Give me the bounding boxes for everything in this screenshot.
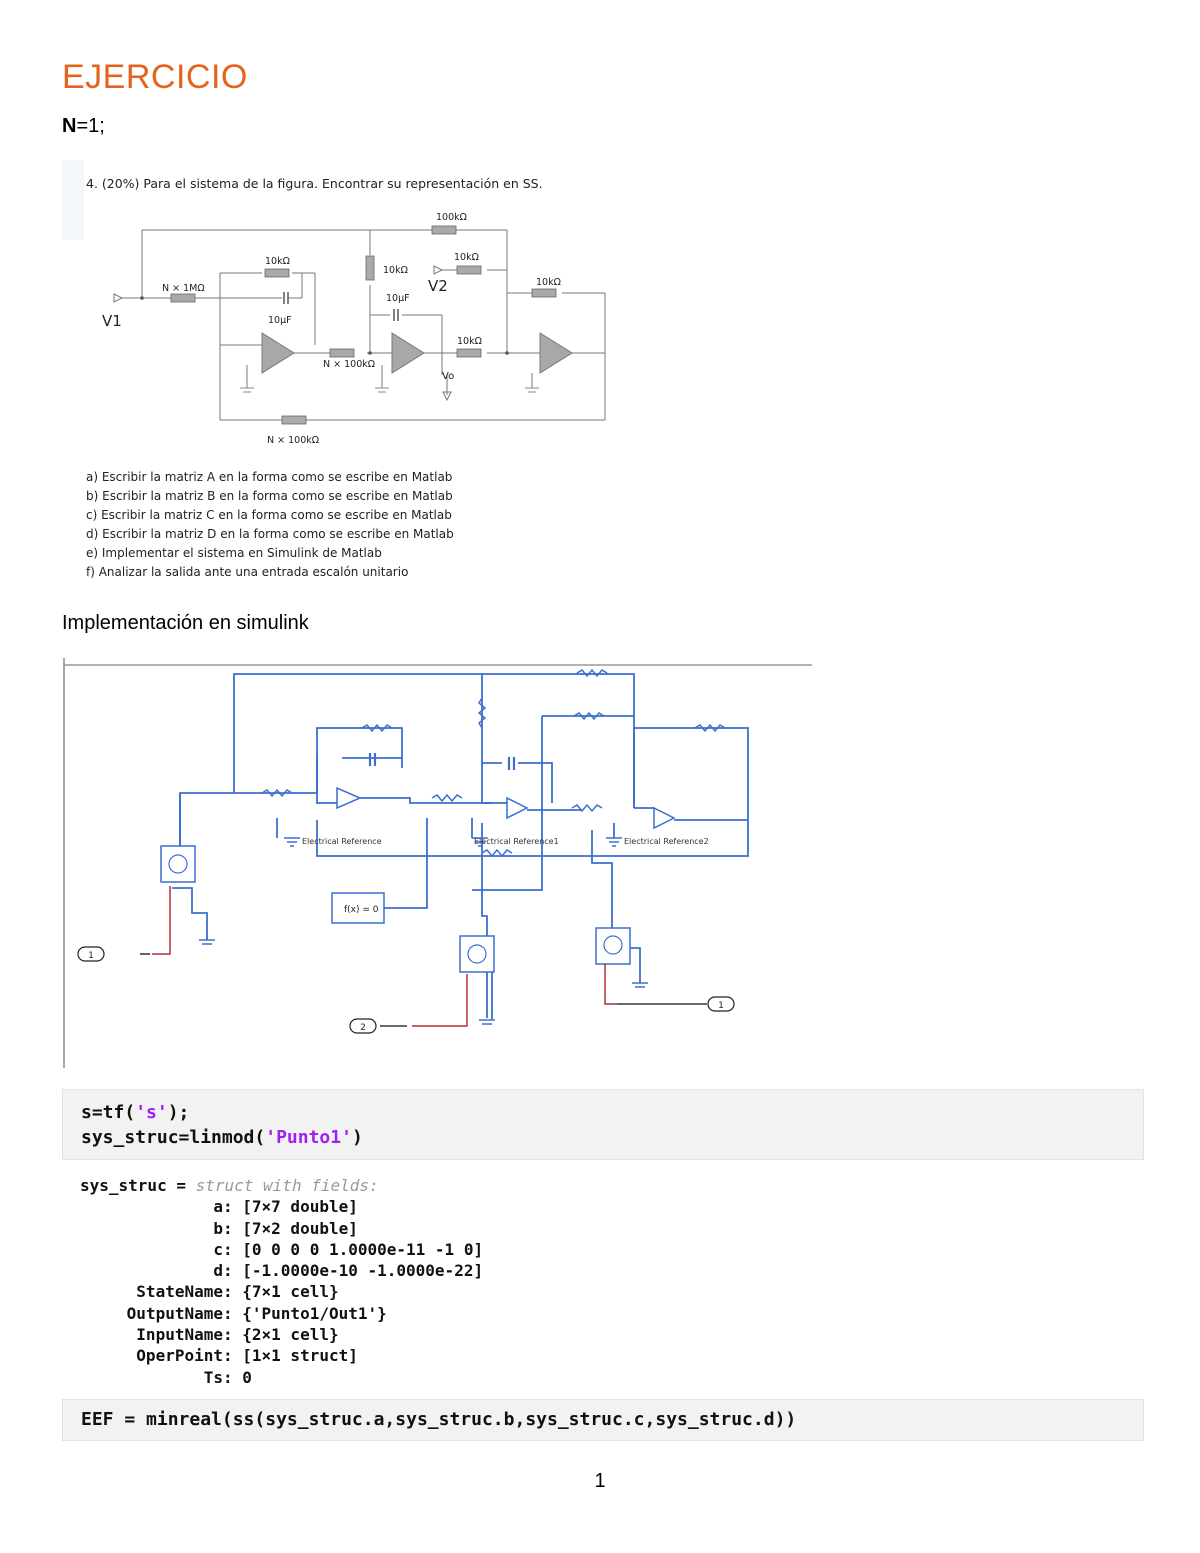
problem-item-d: d) Escribir la matriz D en la forma como… [86, 527, 454, 541]
n-assignment: N=1; [62, 115, 105, 138]
label-10k-b: 10kΩ [383, 265, 408, 276]
out1-label: 1 [718, 1001, 724, 1011]
ref0-label: Electrical Reference [302, 837, 382, 846]
code-block-2[interactable]: EEF = minreal(ss(sys_struc.a,sys_struc.b… [62, 1399, 1144, 1441]
in1-label: 1 [88, 951, 94, 961]
label-10k-c: 10kΩ [454, 252, 479, 263]
label-10k-e: 10kΩ [457, 336, 482, 347]
ref2-label: Electrical Reference2 [624, 837, 709, 846]
in2-label: 2 [360, 1023, 366, 1033]
section-heading: Implementación en simulink [62, 612, 309, 634]
code-block-1[interactable]: s=tf('s'); sys_struc=linmod('Punto1') [62, 1089, 1144, 1160]
label-n-100k-b: N × 100kΩ [267, 435, 319, 446]
solver-label: f(x) = 0 [344, 905, 379, 915]
label-10k-a: 10kΩ [265, 256, 290, 267]
label-10k-d: 10kΩ [536, 277, 561, 288]
page-title: EJERCICIO [62, 58, 248, 96]
n-value: =1; [76, 115, 105, 137]
problem-item-f: f) Analizar la salida ante una entrada e… [86, 565, 408, 579]
circuit-diagram: 4. (20%) Para el sistema de la figura. E… [62, 160, 640, 585]
problem-item-a: a) Escribir la matriz A en la forma como… [86, 470, 452, 484]
simulink-figure: Electrical Reference Electrical Referenc… [62, 658, 812, 1068]
label-n-100k-a: N × 100kΩ [323, 359, 375, 370]
label-n-1m: N × 1MΩ [162, 283, 205, 294]
problem-figure: 4. (20%) Para el sistema de la figura. E… [62, 160, 640, 585]
label-10u-b: 10μF [386, 293, 410, 304]
code-line-1: s=tf('s'); [81, 1102, 190, 1123]
problem-item-c: c) Escribir la matriz C en la forma como… [86, 508, 452, 522]
code-line-2: sys_struc=linmod('Punto1') [81, 1127, 363, 1148]
label-vo: Vo [442, 371, 454, 382]
command-output: sys_struc = struct with fields: a: [7×7 … [80, 1176, 484, 1387]
label-v2: V2 [428, 277, 448, 295]
label-v1: V1 [102, 312, 122, 330]
problem-item-e: e) Implementar el sistema en Simulink de… [86, 546, 382, 560]
problem-item-b: b) Escribir la matriz B en la forma como… [86, 489, 453, 503]
page-number: 1 [594, 1470, 606, 1492]
ref1-label: Electrical Reference1 [474, 837, 559, 846]
label-10u-a: 10μF [268, 315, 292, 326]
simulink-model: Electrical Reference Electrical Referenc… [62, 658, 812, 1068]
code-line-3: EEF = minreal(ss(sys_struc.a,sys_struc.b… [81, 1409, 797, 1430]
label-100k: 100kΩ [436, 212, 467, 223]
problem-statement: 4. (20%) Para el sistema de la figura. E… [86, 176, 543, 191]
n-label: N [62, 115, 77, 137]
